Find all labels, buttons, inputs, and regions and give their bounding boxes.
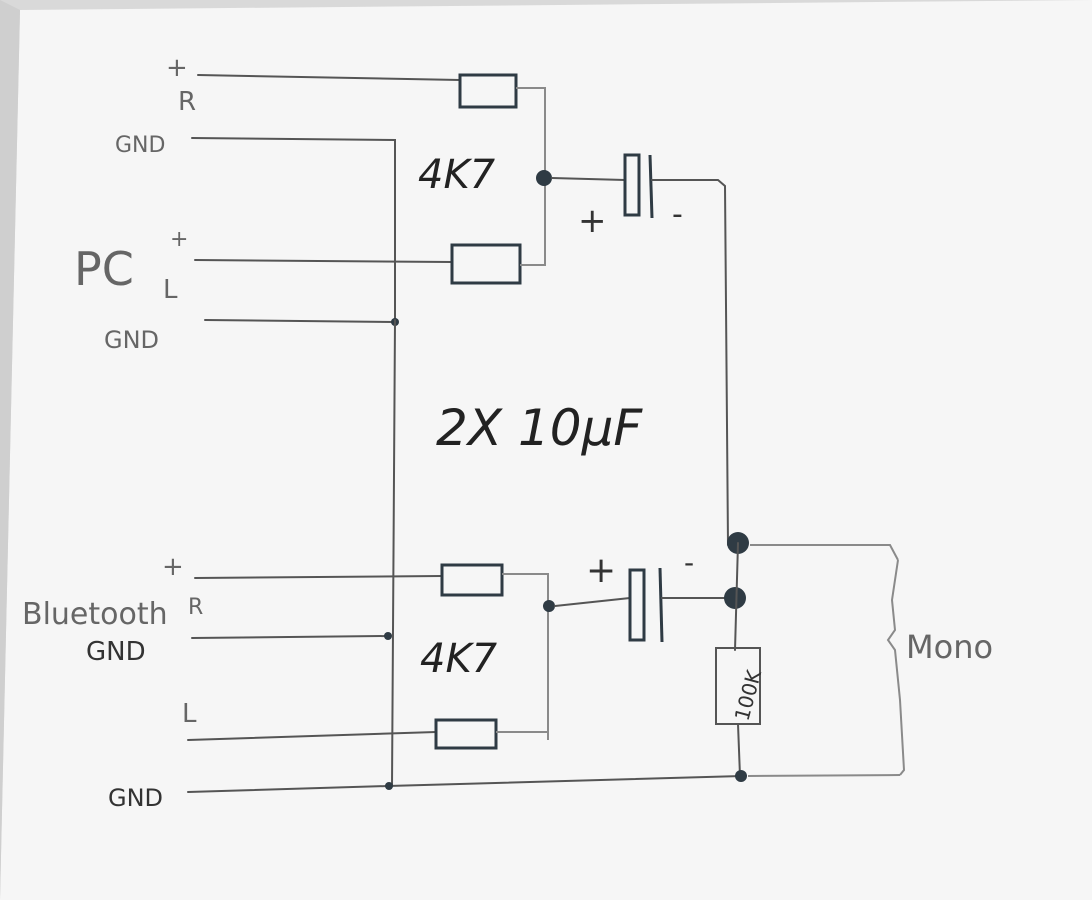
capacitor-bottom-plate xyxy=(658,567,664,643)
wire-pc-l-plus xyxy=(194,259,453,263)
bluetooth-section: + Bluetooth R GND L GND 4K7 + - 100K Mon… xyxy=(22,319,993,812)
wire-pc-l-out xyxy=(520,178,546,266)
wire-pc-r-plus xyxy=(197,74,461,81)
bt-gnd-r-label: GND xyxy=(86,637,146,667)
resistor-bt-l xyxy=(434,718,498,750)
mono-output-label: Mono xyxy=(906,628,993,666)
wire-out-top-right xyxy=(750,544,899,561)
junction-bt-sum xyxy=(543,600,555,612)
wire-bt-to-cap xyxy=(554,597,631,607)
bt-l-label: L xyxy=(182,699,197,729)
wire-pc-r-out xyxy=(516,87,546,178)
wire-out-bottom-right xyxy=(747,774,901,777)
cap-bottom-minus-sign: - xyxy=(684,546,694,579)
wire-pc-to-cap xyxy=(551,177,626,181)
junction-load-gnd xyxy=(735,770,747,782)
pc-gnd-l-label: GND xyxy=(104,326,159,354)
wire-gnd-bus xyxy=(391,319,396,787)
bt-r-plus-sign: + xyxy=(162,552,184,582)
pc-gnd-r-label: GND xyxy=(115,133,165,158)
wire-pc-gnd-r xyxy=(191,137,396,321)
wire-bt-r-plus xyxy=(194,575,443,579)
junction-out-mid xyxy=(724,587,746,609)
pc-resistor-value: 4K7 xyxy=(418,152,496,198)
resistor-bt-r xyxy=(440,563,504,597)
bt-resistor-value: 4K7 xyxy=(420,636,498,682)
wire-bt-r-out xyxy=(502,573,549,740)
mono-brace xyxy=(886,559,906,776)
capacitor-note: 2X 10µF xyxy=(436,399,643,457)
bt-name-label: Bluetooth xyxy=(22,597,168,632)
pc-name-label: PC xyxy=(74,242,134,296)
wire-pc-gnd-l xyxy=(204,319,396,323)
pc-section: + R GND PC + L GND 4K7 + - xyxy=(74,53,729,546)
wire-gnd-bottom xyxy=(187,775,743,793)
wire-cap-top-out xyxy=(651,179,729,546)
wire-load-down xyxy=(737,723,741,777)
pc-r-plus-sign: + xyxy=(166,53,188,83)
cap-bottom-plus-sign: + xyxy=(586,550,616,591)
wire-bt-l xyxy=(187,731,437,741)
junction-bt-gnd-r xyxy=(384,632,392,640)
bt-r-label: R xyxy=(188,595,203,620)
junction-pc-sum xyxy=(536,170,552,186)
bt-gnd-bottom-label: GND xyxy=(108,784,163,812)
cap-top-minus-sign: - xyxy=(672,197,683,232)
capacitor-top-plate xyxy=(648,154,654,219)
capacitor-top xyxy=(623,153,641,217)
wire-out-vertical xyxy=(734,542,739,651)
resistor-pc-l xyxy=(450,243,522,285)
junction-gnd-bottom xyxy=(385,782,393,790)
wire-bt-gnd-r xyxy=(191,635,389,639)
cap-top-plus-sign: + xyxy=(578,201,607,241)
pc-l-plus-sign: + xyxy=(170,227,188,252)
pc-l-label: L xyxy=(163,275,178,305)
capacitor-bottom xyxy=(628,568,646,642)
pc-r-label: R xyxy=(178,87,196,117)
resistor-pc-r xyxy=(458,73,518,109)
